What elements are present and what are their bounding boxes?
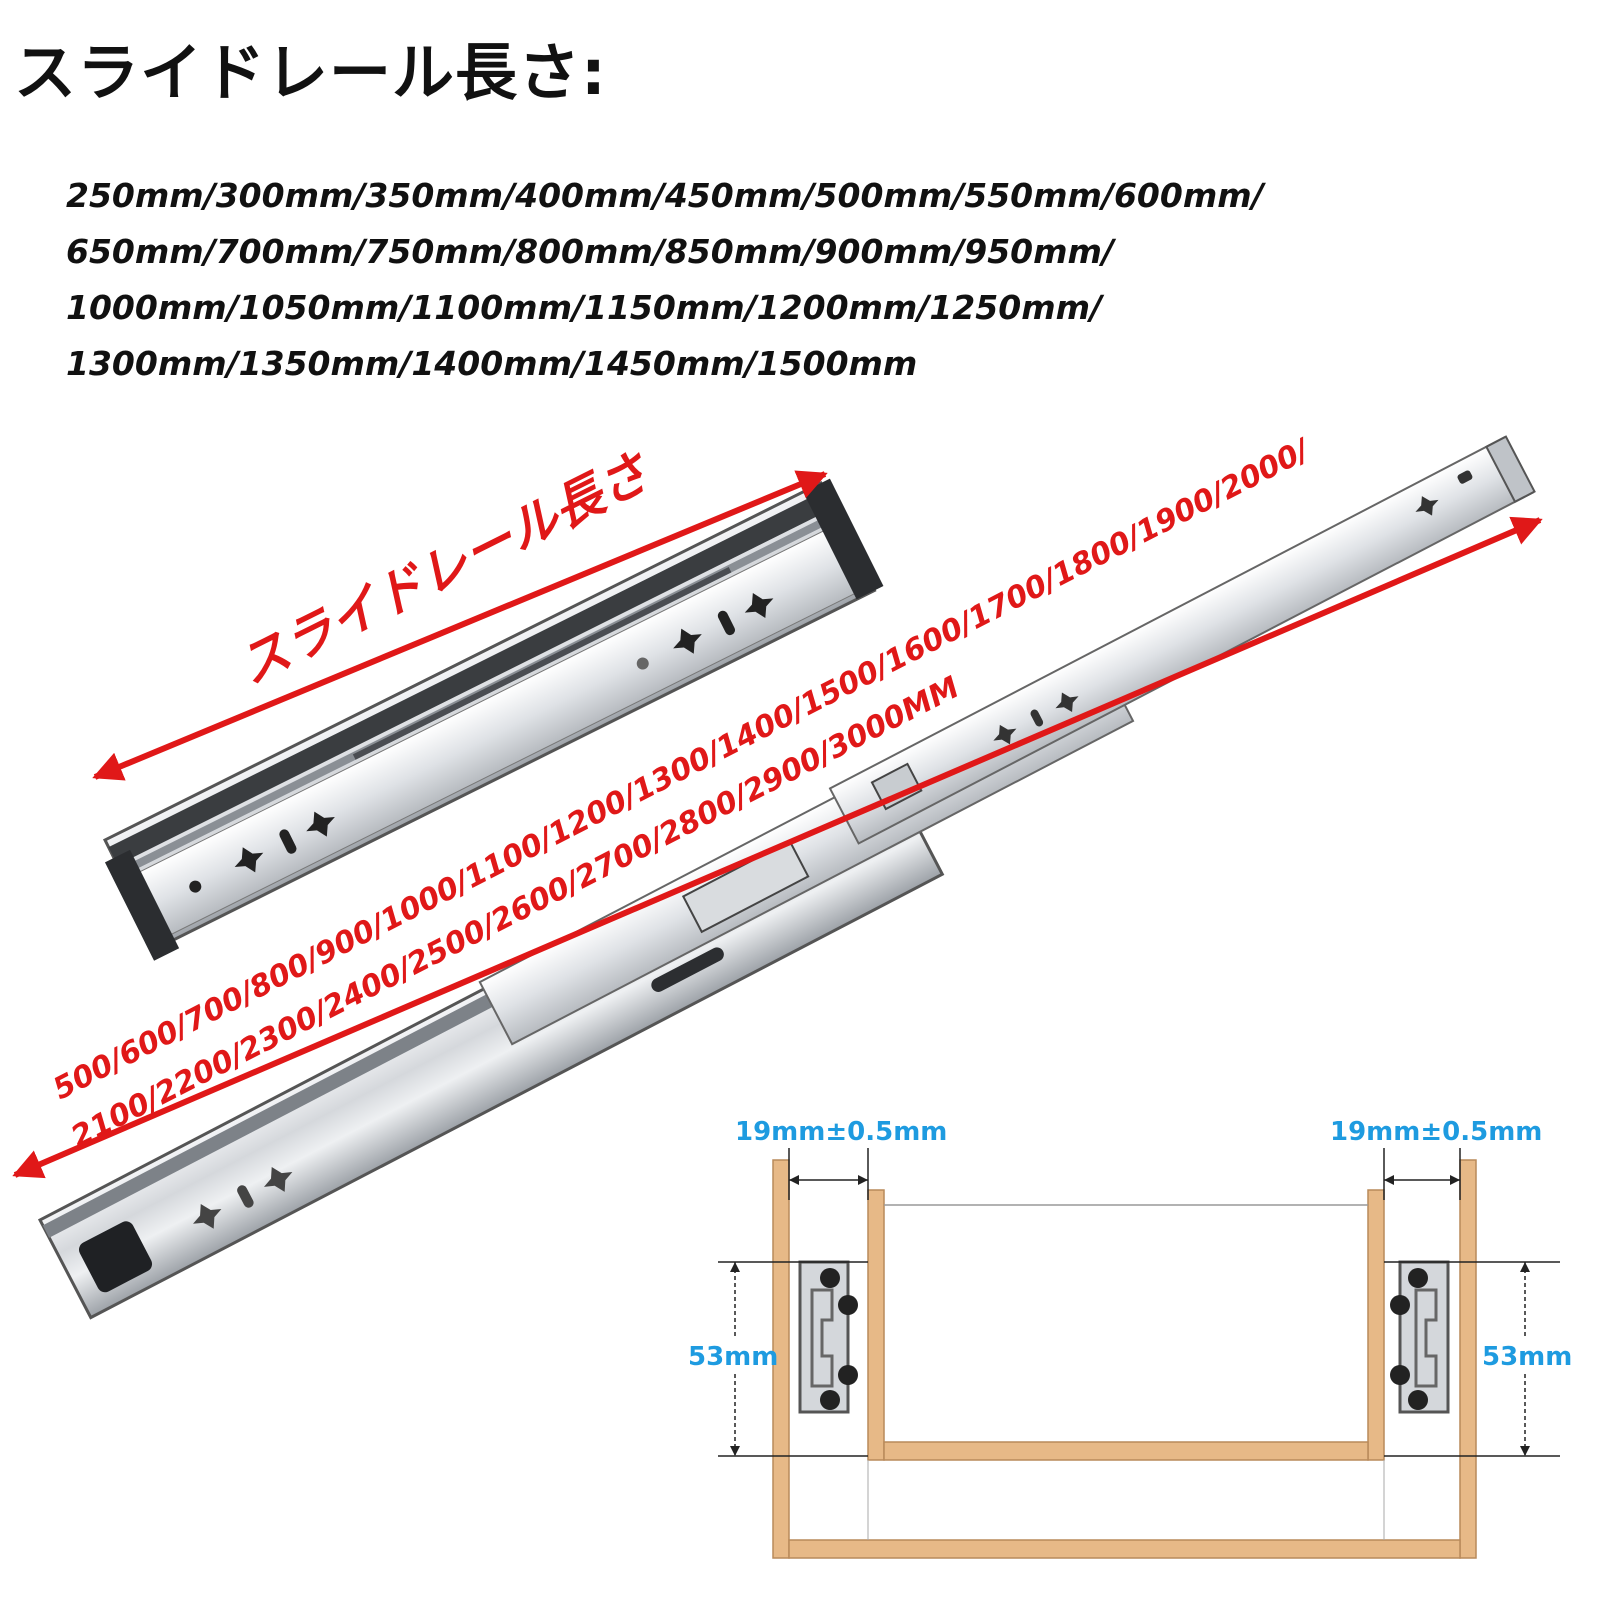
left-rail-profile (798, 1260, 858, 1414)
gap-right-label: 19mm±0.5mm (1330, 1117, 1542, 1147)
length-list: 250mm/300mm/350mm/400mm/450mm/500mm/550m… (66, 168, 1264, 392)
length-line-4: 1300mm/1350mm/1400mm/1450mm/1500mm (66, 344, 918, 383)
length-line-1: 250mm/300mm/350mm/400mm/450mm/500mm/550m… (66, 176, 1264, 215)
right-rail-profile (1390, 1260, 1450, 1414)
length-line-2: 650mm/700mm/750mm/800mm/850mm/900mm/950m… (66, 232, 1114, 271)
height-right-label: 53mm (1482, 1342, 1572, 1372)
height-left-label: 53mm (688, 1342, 778, 1372)
drawer-cross-section: 19mm±0.5mm 19mm±0.5mm 53mm 53mm (685, 1117, 1572, 1559)
page-title: スライドレール長さ: (14, 36, 607, 109)
length-line-3: 1000mm/1050mm/1100mm/1150mm/1200mm/1250m… (66, 288, 1103, 327)
gap-left-label: 19mm±0.5mm (735, 1117, 947, 1147)
long-rail-arrow (12, 516, 1543, 1179)
